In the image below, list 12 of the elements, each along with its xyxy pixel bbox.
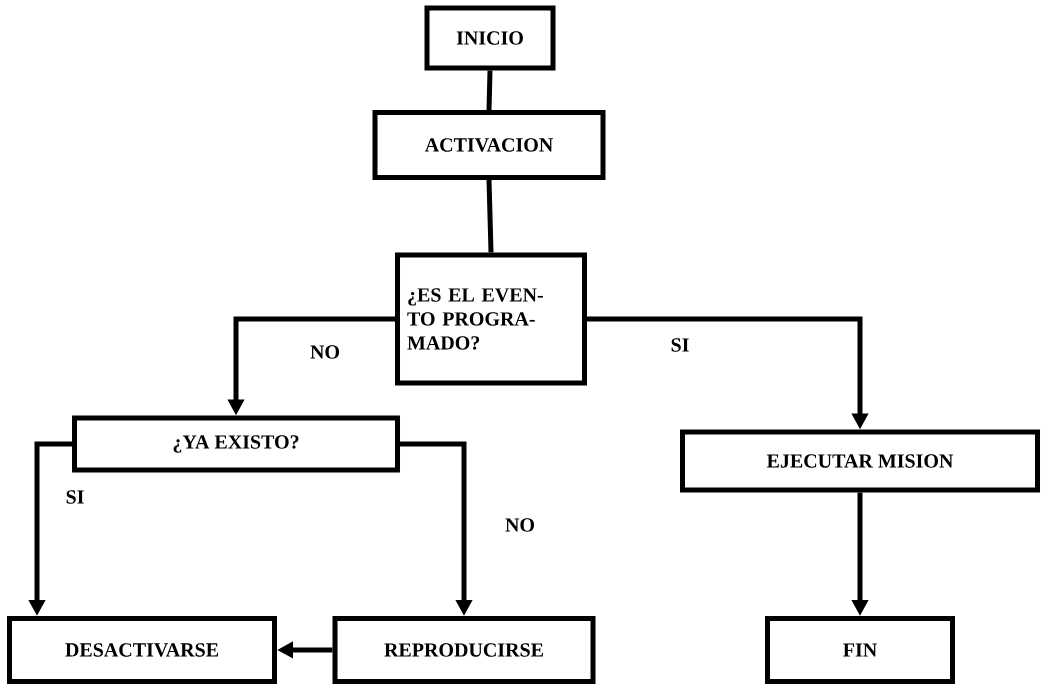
edge-label: SI [66, 490, 84, 504]
process-box: INICIO [424, 5, 556, 71]
process-box: FIN [765, 616, 955, 684]
edge-label: NO [505, 518, 534, 532]
process-box: ACTIVACION [372, 110, 606, 180]
edge-label: NO [310, 345, 339, 359]
edge-label: SI [671, 338, 689, 352]
process-box: REPRODUCIRSE [332, 616, 596, 684]
process-box: ¿YA EXISTO? [72, 415, 400, 473]
process-box: DESACTIVARSE [7, 616, 277, 684]
process-box: ¿ES EL EVEN- TO PROGRA- MADO? [395, 252, 587, 386]
process-box: EJECUTAR MISION [680, 429, 1040, 493]
